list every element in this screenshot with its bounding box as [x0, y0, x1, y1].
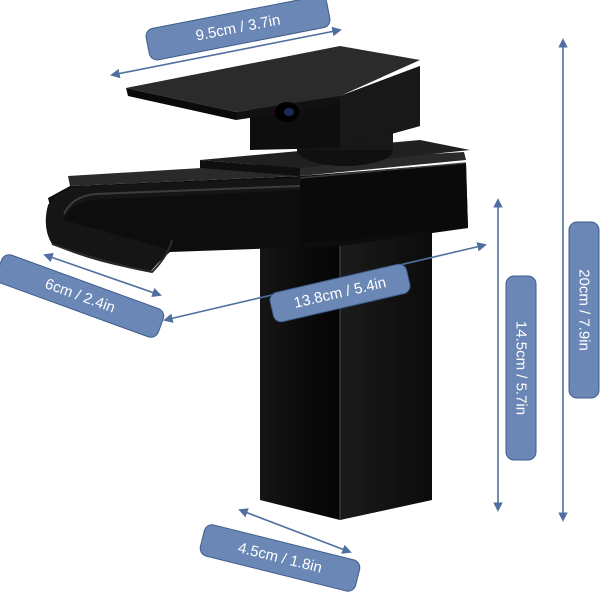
faucet-body: [260, 220, 432, 520]
label-handle-width: 9.5cm / 3.7in: [145, 0, 331, 61]
arrow-spout-depth: [43, 252, 162, 298]
label-spout-depth: 6cm / 2.4in: [0, 254, 165, 338]
faucet-handle: [126, 46, 420, 150]
arrow-base-width: [238, 508, 352, 554]
label-body-height: 14.5cm / 5.7in: [505, 275, 537, 461]
arrow-handle-width: [110, 26, 342, 79]
column-front: [260, 236, 340, 520]
svg-text:20cm / 7.9in: 20cm / 7.9in: [576, 269, 593, 351]
label-total-height: 20cm / 7.9in: [568, 221, 600, 399]
label-base-width: 4.5cm / 1.8in: [199, 524, 361, 592]
svg-text:14.5cm / 5.7in: 14.5cm / 5.7in: [513, 321, 530, 415]
